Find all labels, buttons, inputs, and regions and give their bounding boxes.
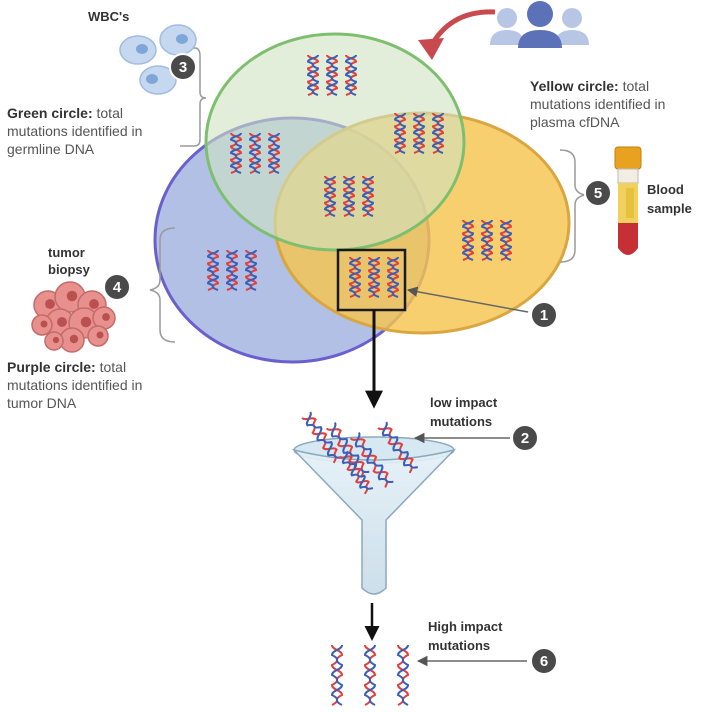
funnel-dna-strands (301, 411, 419, 495)
blood-sample-label: Blood sample (647, 180, 692, 218)
highlight-square (336, 248, 407, 312)
dna-helix-icon (325, 54, 339, 96)
dna-helix-icon (480, 219, 494, 261)
badge-6: 6 (530, 647, 558, 675)
dna-helix-icon (396, 644, 410, 706)
tumor-label-line2: biopsy (48, 262, 90, 277)
blood-label-line2: sample (647, 201, 692, 216)
yellow-circle-line1: total (618, 78, 650, 94)
dna-helix-icon (431, 112, 445, 154)
dna-helix-icon (323, 175, 337, 217)
tumor-nucleus-icon (69, 334, 79, 344)
badge-circle (103, 273, 131, 301)
badge-circle (584, 179, 612, 207)
low-impact-label: low impact mutations (430, 393, 497, 431)
purple-circle-line3: tumor DNA (7, 395, 77, 411)
high-impact-label: High impact mutations (428, 617, 502, 655)
purple-circle-line1: total (95, 359, 127, 375)
yellow-circle-line2: mutations identified in (530, 96, 666, 112)
low-impact-line2: mutations (430, 414, 493, 429)
badge-circle (530, 301, 558, 329)
badge-number: 6 (540, 653, 548, 670)
tumor-nucleus-icon (89, 299, 99, 309)
dna-helix-icon (386, 256, 400, 298)
high-impact-dna (330, 644, 410, 706)
yellow-circle-title: Yellow circle: (530, 78, 619, 94)
dna-helix-icon (349, 431, 394, 488)
dna-helix-icon (363, 644, 377, 706)
badge-2: 2 (511, 424, 539, 452)
low-impact-line1: low impact (430, 395, 498, 410)
badge-circle (530, 647, 558, 675)
dna-helix-icon (344, 54, 358, 96)
dna-helix-icon (499, 219, 513, 261)
green-circle-line3: germline DNA (7, 141, 95, 157)
dna-helix-icon (330, 644, 344, 706)
people-icon (490, 1, 589, 48)
badge-number: 1 (540, 307, 548, 324)
dna-helix-icon (225, 249, 239, 291)
dna-helix-icon (461, 219, 475, 261)
wbc-cells-icon (119, 24, 197, 95)
green-circle-line2: mutations identified in (7, 123, 143, 139)
pointer-1 (406, 286, 529, 313)
badge-5: 5 (584, 179, 612, 207)
tumor-nucleus-icon (102, 313, 110, 321)
green-circle-line1: total (92, 105, 123, 121)
badge-circle (511, 424, 539, 452)
dna-helix-icon (229, 132, 243, 174)
badge-1: 1 (530, 301, 558, 329)
purple-circle-caption: Purple circle: total mutations identifie… (7, 358, 142, 412)
curved-arrow-head (418, 38, 444, 60)
dna-groups (206, 54, 513, 298)
dna-helix-icon (342, 175, 356, 217)
dna-helix-icon (244, 249, 258, 291)
tumor-nucleus-icon (80, 316, 92, 328)
tumor-biopsy-icon (31, 281, 116, 353)
badge-number: 4 (113, 279, 122, 296)
dna-helix-icon (367, 256, 381, 298)
blood-tube-icon (614, 146, 642, 255)
purple-circle-title: Purple circle: (7, 359, 96, 375)
tumor-nucleus-icon (52, 336, 60, 344)
tumor-label-line1: tumor (48, 245, 85, 260)
dna-helix-icon (248, 132, 262, 174)
purple-circle-line2: mutations identified in (7, 377, 143, 393)
green-circle (204, 32, 466, 252)
dna-helix-icon (206, 249, 220, 291)
dna-helix-icon (393, 112, 407, 154)
high-impact-line1: High impact (428, 619, 503, 634)
green-circle-caption: Green circle: total mutations identified… (7, 104, 142, 158)
badge-circle (169, 53, 197, 81)
tumor-nucleus-icon (96, 331, 104, 339)
tumor-biopsy-label: tumor biopsy (48, 244, 90, 278)
dna-helix-icon (412, 112, 426, 154)
dna-helix-icon (267, 132, 281, 174)
badge-number: 3 (179, 59, 187, 76)
yellow-circle-line3: plasma cfDNA (530, 114, 620, 130)
dna-helix-icon (338, 450, 374, 495)
badge-3: 3 (169, 53, 197, 81)
tumor-nucleus-icon (40, 320, 48, 328)
dna-helix-icon (306, 54, 320, 96)
wbc-label: WBC's (88, 9, 130, 24)
dna-helix-icon (361, 175, 375, 217)
high-impact-line2: mutations (428, 638, 491, 653)
dna-helix-icon (301, 411, 343, 464)
badge-number: 5 (594, 185, 602, 202)
tumor-nucleus-icon (57, 317, 67, 327)
green-circle-title: Green circle: (7, 105, 93, 121)
badge-4: 4 (103, 273, 131, 301)
badges: 1 2 3 4 5 6 (103, 53, 612, 675)
tumor-nucleus-icon (45, 299, 55, 309)
yellow-circle-caption: Yellow circle: total mutations identifie… (530, 77, 665, 131)
bracket-green (180, 47, 207, 147)
dna-helix-icon (348, 256, 362, 298)
blood-label-line1: Blood (647, 182, 684, 197)
badge-number: 2 (521, 430, 529, 447)
bracket-purple (149, 227, 176, 343)
tumor-nucleus-icon (66, 290, 78, 302)
dna-helix-icon (377, 421, 419, 474)
